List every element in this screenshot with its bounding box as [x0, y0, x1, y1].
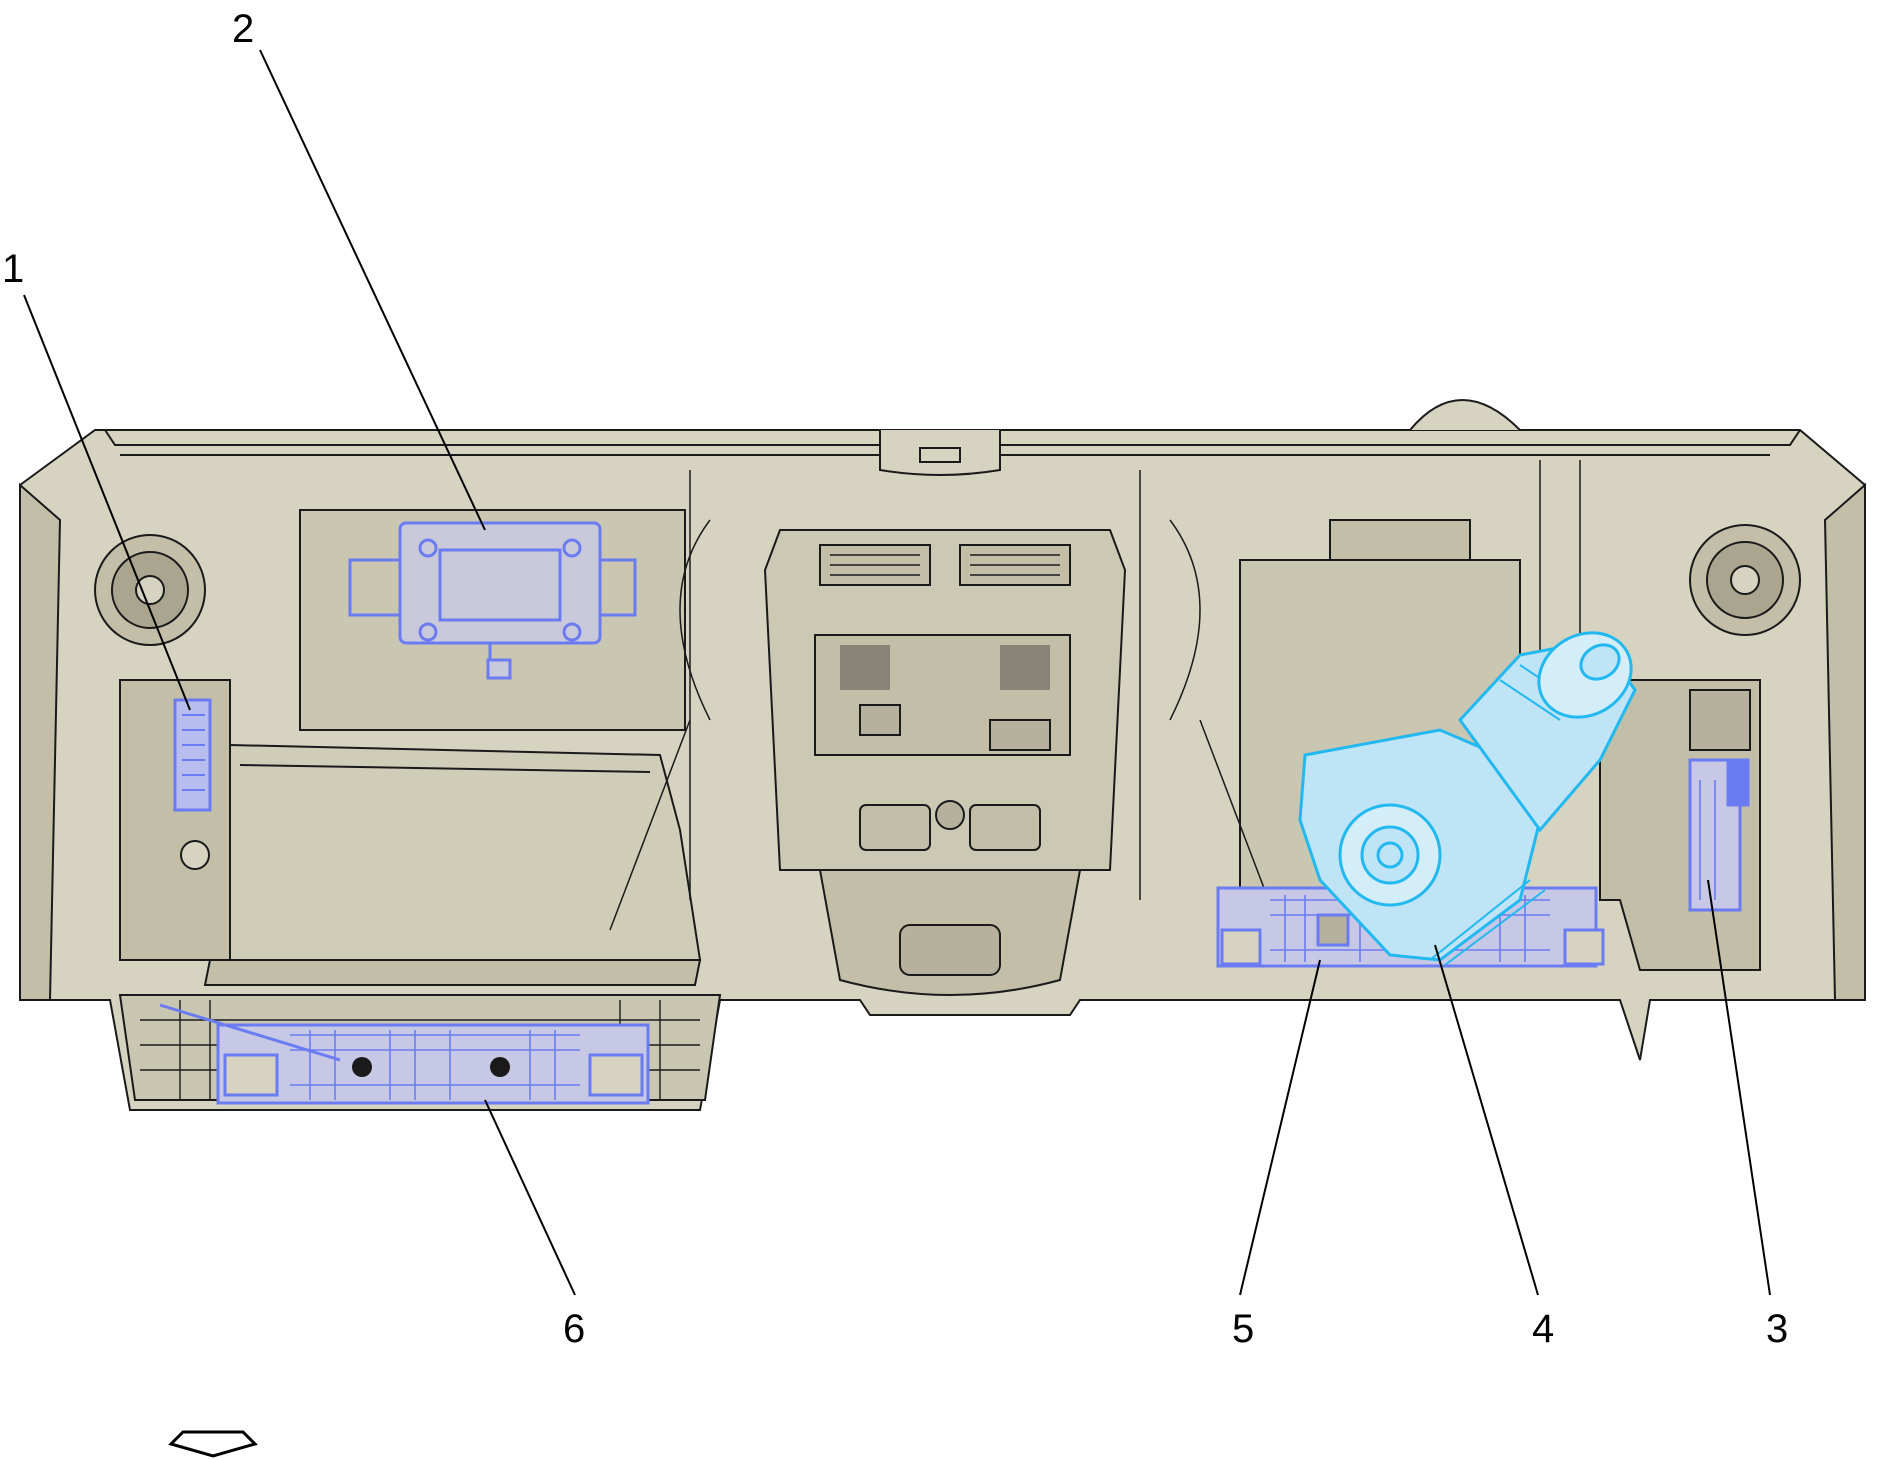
leader-line-3: [1707, 879, 1771, 1296]
down-arrow-icon: [168, 1430, 258, 1458]
leader-line-4: [1434, 944, 1539, 1296]
callout-2: 2: [232, 7, 254, 51]
leader-line-6: [484, 1099, 576, 1296]
callout-1: 1: [2, 247, 24, 291]
callout-4: 4: [1532, 1307, 1554, 1351]
callout-3: 3: [1766, 1307, 1788, 1351]
left-connector-module: [173, 698, 212, 812]
leader-lines: [23, 49, 1771, 1296]
leader-line-5: [1239, 959, 1321, 1296]
left-fuse-block: [159, 1003, 650, 1105]
callout-6: 6: [563, 1307, 585, 1351]
leader-line-2: [259, 49, 486, 531]
right-bracket-module: [1688, 758, 1750, 912]
steering-column-motor: [1298, 631, 1637, 966]
leader-line-1: [23, 294, 191, 711]
callout-5: 5: [1232, 1307, 1254, 1351]
upper-left-module: [348, 521, 637, 680]
